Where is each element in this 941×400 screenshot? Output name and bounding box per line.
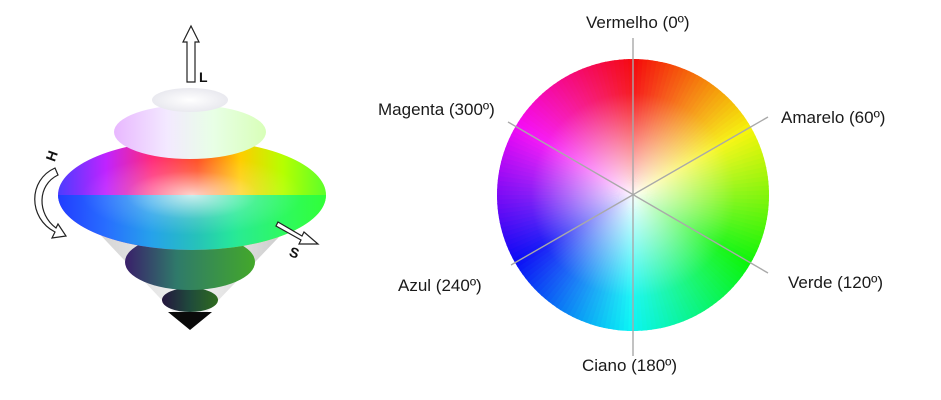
label-magenta: Magenta (300º) [378, 100, 495, 119]
label-green: Verde (120º) [788, 273, 884, 292]
dark-disc [162, 288, 218, 312]
lightness-arrow: L [182, 24, 208, 85]
label-red: Vermelho (0º) [586, 13, 690, 32]
disc-center-glow [82, 155, 302, 235]
label-blue: Azul (240º) [398, 276, 482, 295]
label-yellow: Amarelo (60º) [781, 108, 886, 127]
label-cyan: Ciano (180º) [582, 356, 678, 375]
cone-tip [168, 312, 212, 330]
lightness-label: L [199, 69, 208, 85]
light-disc [114, 105, 266, 159]
white-disc [152, 88, 228, 112]
wheel-axis-lines [507, 38, 769, 356]
axis-magenta-green [507, 121, 769, 274]
hsl-cone-diagram: L H S [34, 24, 326, 330]
axis-yellow-blue [510, 116, 769, 266]
